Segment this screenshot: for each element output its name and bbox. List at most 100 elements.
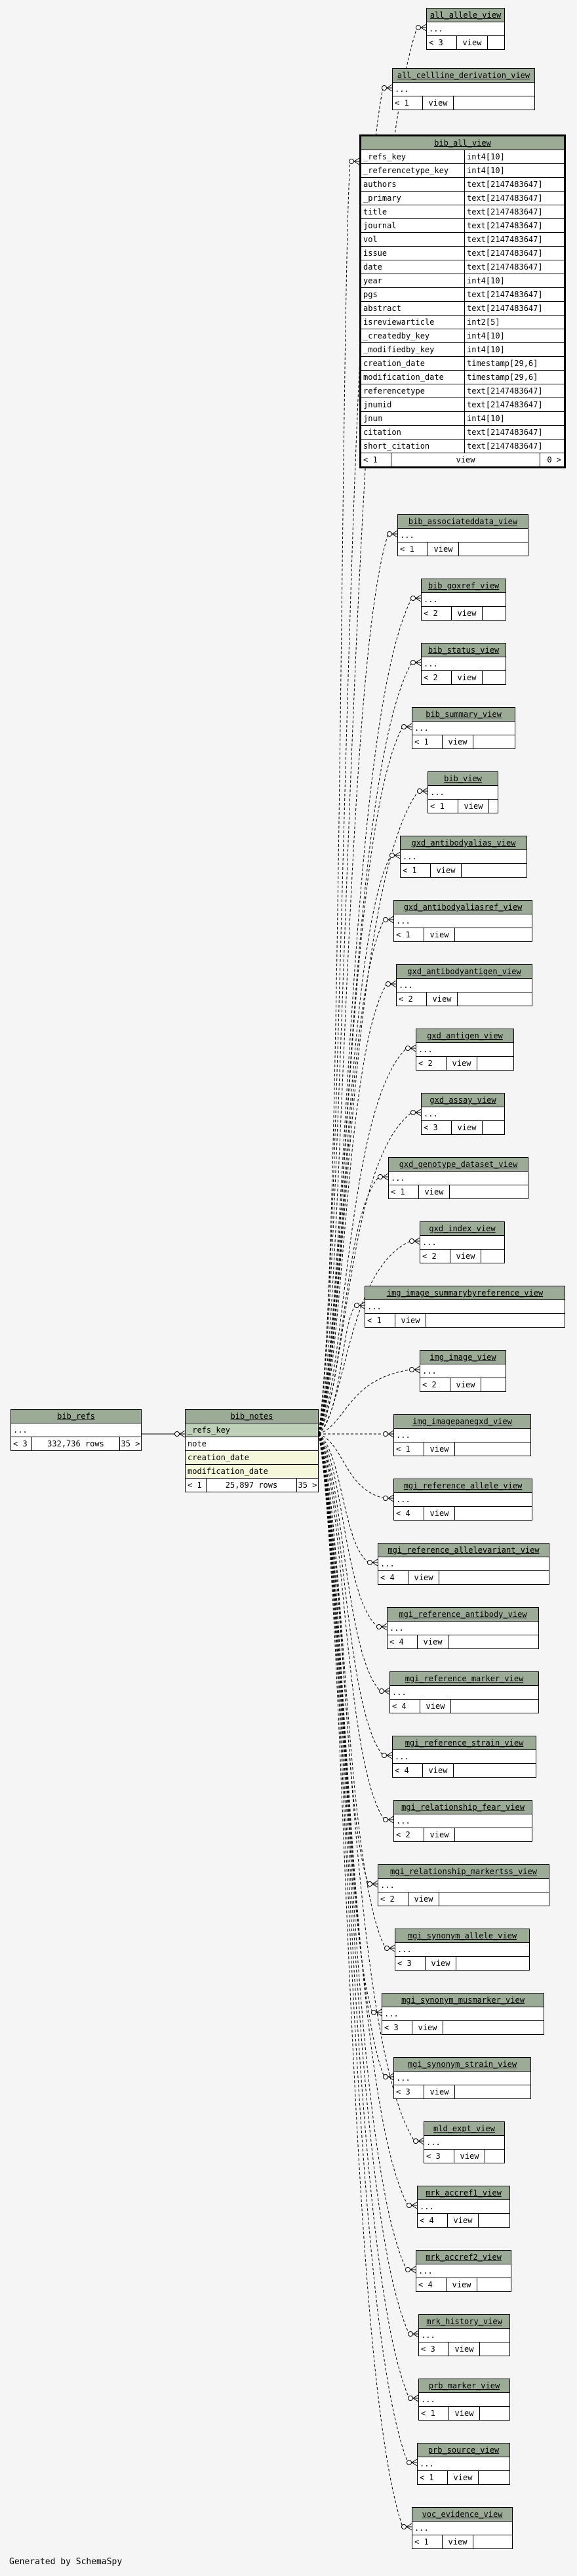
table-bib-refs[interactable]: bib_refs ... < 3 332,736 rows 35 > — [10, 1409, 142, 1451]
table-header[interactable]: prb_marker_view — [419, 2379, 509, 2393]
parents-count[interactable]: < 3 — [11, 1437, 32, 1450]
parents-count[interactable]: < 3 — [419, 2342, 449, 2356]
parents-count[interactable]: < 1 — [419, 2407, 449, 2420]
table-header[interactable]: bib_refs — [11, 1410, 141, 1423]
parents-count[interactable]: < 1 — [412, 2535, 443, 2548]
table-header[interactable]: img_imagepanegxd_view — [394, 1415, 530, 1429]
parents-count[interactable]: < 4 — [418, 2214, 448, 2227]
children-count[interactable]: 35 > — [298, 1481, 317, 1490]
parents-count[interactable]: < 2 — [422, 671, 452, 684]
parents-count[interactable]: < 1 — [398, 542, 428, 556]
table-header[interactable]: prb_source_view — [418, 2443, 509, 2457]
table-header[interactable]: gxd_assay_view — [422, 1094, 504, 1107]
children-count[interactable]: 0 > — [547, 455, 561, 464]
parents-count[interactable]: < 2 — [420, 1378, 450, 1391]
parents-count[interactable]: < 1 — [394, 1442, 424, 1456]
parents-count[interactable]: < 1 — [186, 1479, 207, 1492]
parents-count[interactable]: < 1 — [393, 96, 423, 110]
table-header[interactable]: mgi_reference_antibody_view — [388, 1608, 538, 1622]
parents-count[interactable]: < 3 — [395, 1957, 426, 1970]
parents-count[interactable]: < 1 — [394, 928, 424, 941]
parents-count[interactable]: < 4 — [388, 1635, 418, 1648]
table-header[interactable]: mrk_accref1_view — [418, 2186, 509, 2200]
table-header[interactable]: bib_notes — [186, 1410, 318, 1423]
column-refs-key[interactable]: _refs_key — [186, 1423, 318, 1437]
parents-count[interactable]: < 3 — [422, 1121, 452, 1134]
table-header[interactable]: gxd_index_view — [420, 1222, 504, 1236]
table-header[interactable]: mld_expt_view — [424, 2122, 504, 2136]
parents-count[interactable]: < 4 — [390, 1700, 420, 1713]
parents-count[interactable]: < 1 — [428, 800, 458, 813]
parents-count[interactable]: < 3 — [424, 2150, 454, 2163]
table-header[interactable]: gxd_antibodyalias_view — [401, 836, 527, 850]
table-header[interactable]: mgi_reference_strain_view — [393, 1736, 536, 1750]
table-header[interactable]: voc_evidence_view — [412, 2508, 512, 2522]
parents-count[interactable]: < 3 — [394, 2085, 424, 2098]
parents-count[interactable]: < 4 — [393, 1764, 423, 1777]
table-header[interactable]: bib_view — [428, 772, 498, 786]
table-header[interactable]: mgi_synonym_strain_view — [394, 2058, 530, 2072]
table-header[interactable]: all_allele_view — [427, 9, 504, 22]
table-header[interactable]: img_image_summarybyreference_view — [365, 1286, 565, 1300]
parents-count[interactable]: < 1 — [418, 2471, 448, 2484]
table-header[interactable]: bib_summary_view — [412, 708, 515, 722]
table-header[interactable]: mgi_reference_allelevariant_view — [378, 1544, 549, 1557]
parents-count[interactable]: < 1 — [361, 453, 391, 466]
table-header[interactable]: bib_goxref_view — [422, 579, 506, 593]
table-header[interactable]: mgi_synonym_musmarker_view — [382, 1993, 544, 2007]
table-header[interactable]: mgi_relationship_markertss_view — [378, 1865, 549, 1879]
table-header[interactable]: bib_associateddata_view — [398, 515, 528, 529]
table-header[interactable]: img_image_view — [420, 1351, 506, 1364]
parents-count[interactable]: < 1 — [401, 864, 431, 877]
parents-count[interactable]: < 2 — [420, 1250, 450, 1263]
column-note[interactable]: note — [186, 1437, 318, 1451]
parents-count[interactable]: < 2 — [394, 1828, 424, 1841]
table-header[interactable]: mgi_reference_allele_view — [394, 1479, 532, 1493]
parents-count[interactable]: < 1 — [365, 1314, 395, 1327]
parents-count[interactable]: < 2 — [416, 1057, 447, 1070]
column-creation-date[interactable]: creation_date — [186, 1451, 318, 1465]
